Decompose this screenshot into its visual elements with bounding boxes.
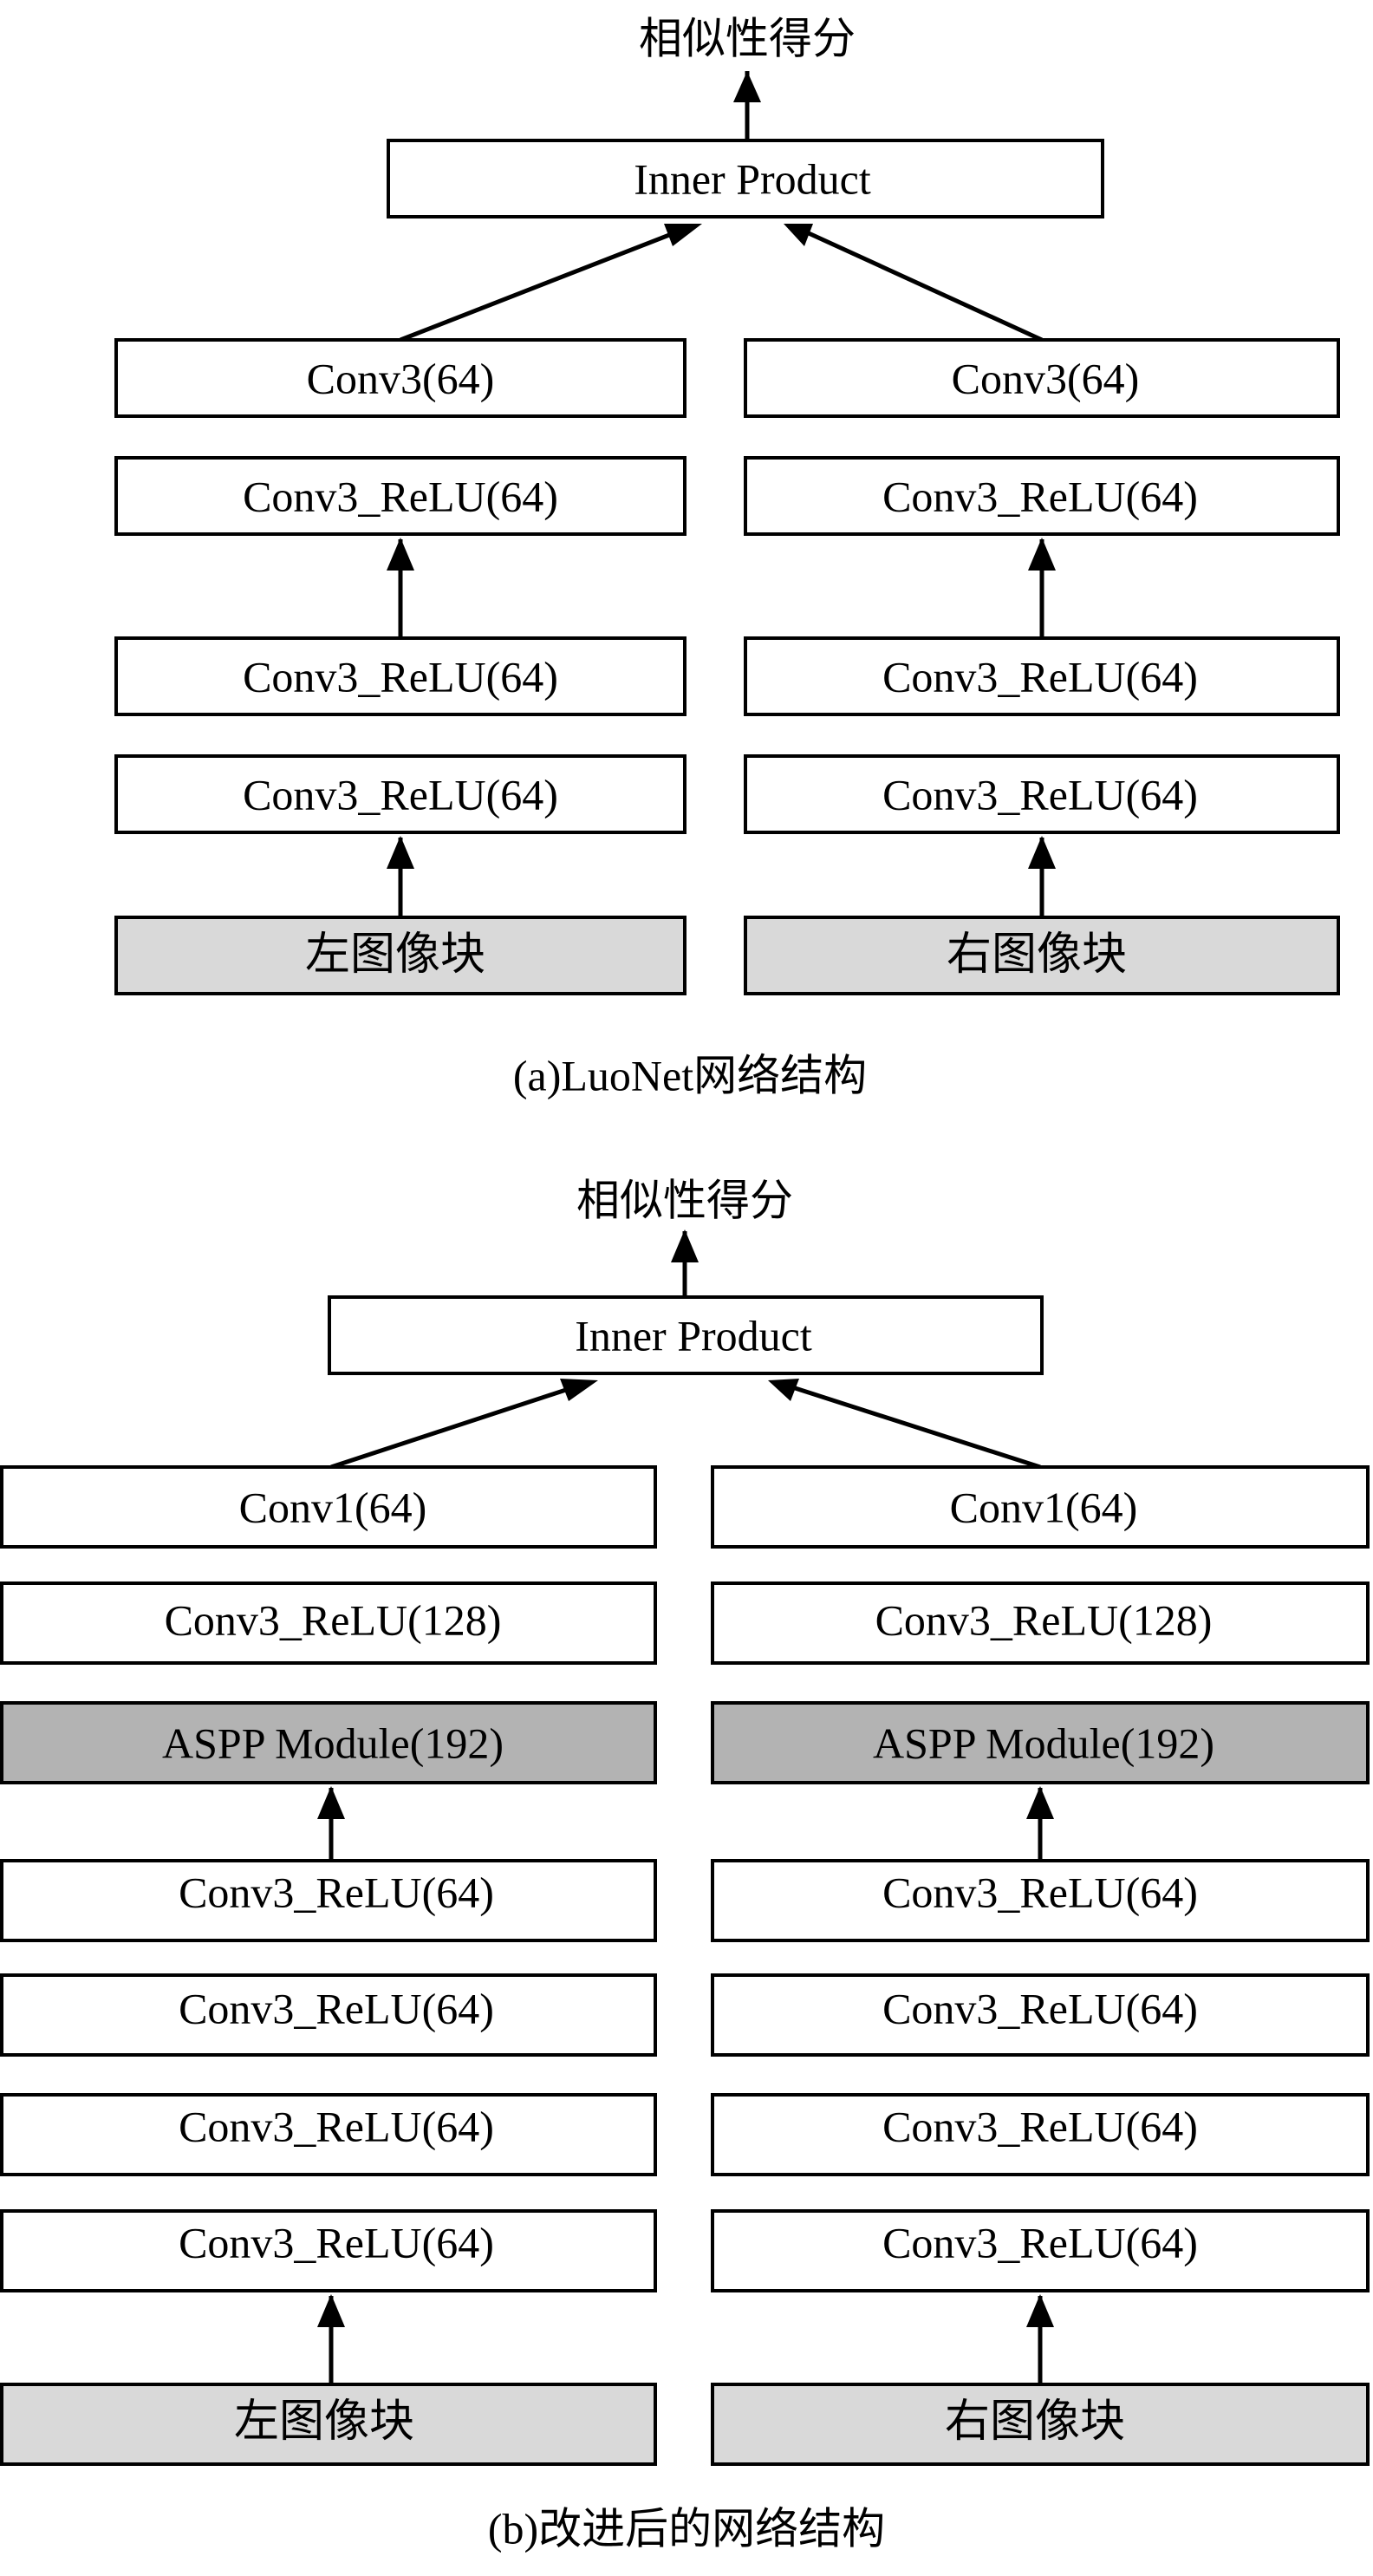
layer-box xyxy=(711,1465,1370,1549)
diagram-b-left-connector-arrowhead xyxy=(560,1379,598,1401)
diagram-b-right-branch: Conv1(64) Conv3_ReLU(128) ASPP Module(19… xyxy=(711,1465,1370,2466)
diagram-b-output-label: 相似性得分 xyxy=(576,1176,793,1226)
layer-box xyxy=(114,338,686,418)
diagram-a-left-connector xyxy=(400,226,686,342)
layer-label: Conv3_ReLU(64) xyxy=(882,2102,1198,2150)
diagram-b-inner-product-box xyxy=(328,1295,1044,1375)
layer-label: Conv3_ReLU(128) xyxy=(165,1595,502,1644)
layer-box xyxy=(711,2209,1370,2292)
diagram-a-right-branch: Conv3(64) Conv3_ReLU(64) Conv3_ReLU(64) … xyxy=(744,338,1340,995)
layer-box xyxy=(114,754,686,834)
layer-label: Conv3_ReLU(64) xyxy=(179,1868,494,1916)
layer-arrowhead xyxy=(387,836,414,869)
input-label: 右图像块 xyxy=(947,929,1127,981)
layer-box xyxy=(114,456,686,536)
diagram-a-right-connector xyxy=(797,226,1044,342)
diagram-a: 相似性得分 Inner Product Conv3(64) Conv3_ReLU… xyxy=(114,14,1340,1099)
diagram-a-right-connector-arrowhead xyxy=(784,224,813,246)
layer-box xyxy=(711,2093,1370,2176)
input-box xyxy=(744,916,1340,995)
input-box xyxy=(114,916,686,995)
layer-arrowhead xyxy=(317,2294,345,2327)
layer-box xyxy=(0,1581,657,1665)
diagram-b-right-connector xyxy=(786,1383,1041,1470)
layer-box xyxy=(744,636,1340,716)
layer-box xyxy=(0,2209,657,2292)
input-label: 左图像块 xyxy=(305,929,485,981)
layer-label: Conv3_ReLU(64) xyxy=(179,2102,494,2150)
layer-box xyxy=(744,754,1340,834)
layer-box xyxy=(0,1973,657,2057)
layer-arrowhead xyxy=(1028,836,1056,869)
diagram-b-left-branch: Conv1(64) Conv3_ReLU(128) ASPP Module(19… xyxy=(0,1465,657,2466)
layer-box xyxy=(0,2093,657,2176)
layer-label: Conv3_ReLU(64) xyxy=(243,652,558,701)
diagram-a-left-connector-arrowhead xyxy=(664,224,702,246)
layer-box xyxy=(0,1859,657,1942)
layer-label: Conv3_ReLU(64) xyxy=(179,2218,494,2266)
layer-box xyxy=(711,1581,1370,1665)
diagram-a-output-label: 相似性得分 xyxy=(639,14,856,64)
layer-arrowhead xyxy=(317,1786,345,1819)
diagram-b-arrowhead-output xyxy=(671,1229,699,1262)
diagram-b-caption: (b)改进后的网络结构 xyxy=(488,2504,885,2553)
layer-arrowhead xyxy=(1026,2294,1054,2327)
layer-label: Conv3_ReLU(64) xyxy=(882,652,1198,701)
layer-label: Conv3_ReLU(128) xyxy=(875,1595,1213,1644)
aspp-module-box xyxy=(0,1701,657,1784)
layer-label: Conv3_ReLU(64) xyxy=(243,770,558,818)
layer-arrowhead xyxy=(1026,1786,1054,1819)
layer-label: Conv3_ReLU(64) xyxy=(882,1868,1198,1916)
layer-box xyxy=(711,1973,1370,2057)
layer-label: Conv3_ReLU(64) xyxy=(882,2218,1198,2266)
layer-label: Conv3(64) xyxy=(307,354,495,402)
diagram-a-arrowhead-output xyxy=(733,71,761,102)
layer-box xyxy=(744,456,1340,536)
input-box xyxy=(711,2383,1370,2466)
layer-box xyxy=(114,636,686,716)
aspp-module-box xyxy=(711,1701,1370,1784)
diagram-b-left-connector xyxy=(330,1383,580,1470)
layer-label: Conv3_ReLU(64) xyxy=(179,1984,494,2032)
layer-label: Conv3(64) xyxy=(952,354,1140,402)
layer-box xyxy=(0,1465,657,1549)
diagram-a-caption: (a)LuoNet网络结构 xyxy=(513,1051,867,1099)
layer-box xyxy=(711,1859,1370,1942)
diagram-b-right-connector-arrowhead xyxy=(768,1379,799,1401)
diagram-a-inner-product-label: Inner Product xyxy=(634,154,871,203)
layer-label: Conv1(64) xyxy=(950,1483,1138,1531)
layer-arrowhead xyxy=(1028,538,1056,571)
input-label: 右图像块 xyxy=(945,2396,1125,2448)
layer-label: Conv1(64) xyxy=(239,1483,427,1531)
layer-arrowhead xyxy=(387,538,414,571)
input-label: 左图像块 xyxy=(234,2396,414,2448)
diagram-a-left-branch: Conv3(64) Conv3_ReLU(64) Conv3_ReLU(64) … xyxy=(114,338,686,995)
layer-label: ASPP Module(192) xyxy=(873,1718,1214,1767)
diagram-b: 相似性得分 Inner Product Conv1(64) Conv3_ReLU… xyxy=(0,1176,1370,2553)
layer-label: ASPP Module(192) xyxy=(162,1718,504,1767)
diagram-b-inner-product-label: Inner Product xyxy=(575,1311,812,1360)
layer-label: Conv3_ReLU(64) xyxy=(882,472,1198,520)
layer-label: Conv3_ReLU(64) xyxy=(882,770,1198,818)
layer-label: Conv3_ReLU(64) xyxy=(882,1984,1198,2032)
diagram-a-inner-product-box xyxy=(387,139,1104,218)
input-box xyxy=(0,2383,657,2466)
layer-label: Conv3_ReLU(64) xyxy=(243,472,558,520)
layer-box xyxy=(744,338,1340,418)
